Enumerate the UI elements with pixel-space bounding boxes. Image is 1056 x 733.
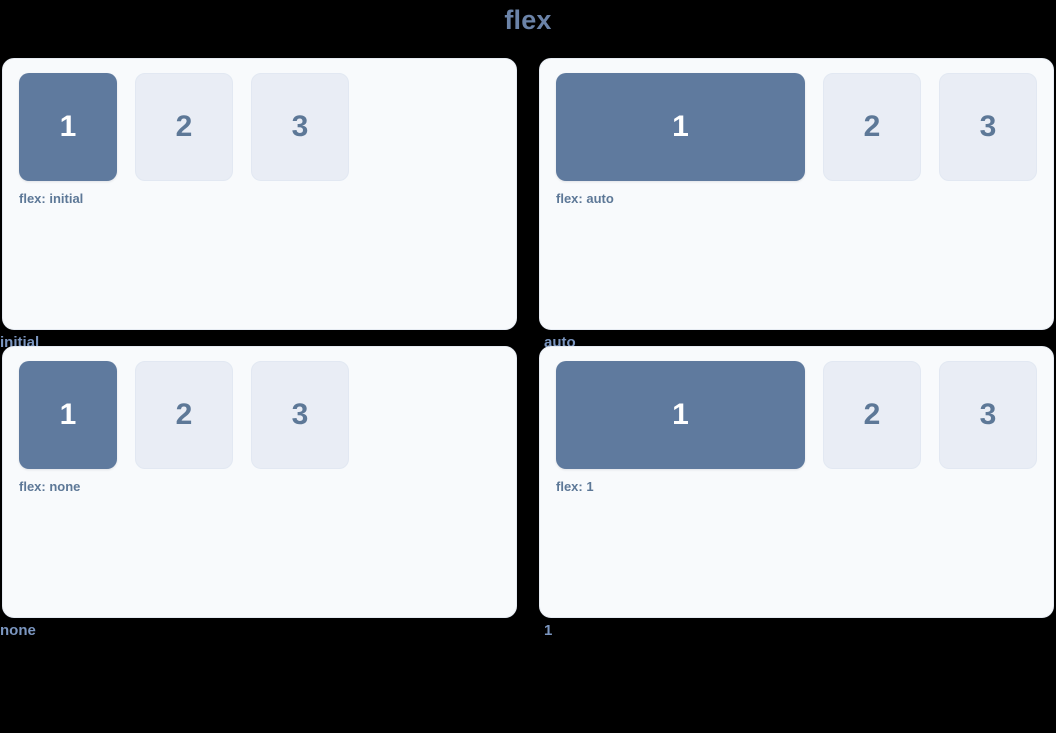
flex-item-2[interactable]: 2 (135, 361, 233, 469)
panel-property-label: flex: none (19, 479, 81, 494)
panel-property-label: flex: initial (19, 191, 84, 206)
flex-item-label: 2 (175, 398, 193, 431)
flex-item-label: 1 (672, 110, 689, 143)
flex-container: 1 2 3 (556, 73, 1053, 181)
flex-item-label: 3 (291, 398, 309, 431)
demo-grid: 1 2 3 flex: initial initial 1 (0, 58, 1054, 639)
flex-item-2[interactable]: 2 (135, 73, 233, 181)
flex-item-label: 1 (59, 110, 77, 143)
flex-item-3[interactable]: 3 (251, 73, 349, 181)
flex-item-3[interactable]: 3 (251, 361, 349, 469)
flex-item-label: 2 (863, 398, 881, 431)
flex-item-3[interactable]: 3 (939, 73, 1037, 181)
flex-item-1[interactable]: 1 (19, 73, 117, 181)
flex-item-label: 1 (59, 398, 77, 431)
flex-item-label: 3 (291, 110, 309, 143)
panel-property-label: flex: auto (556, 191, 614, 206)
page-title: flex (504, 5, 552, 35)
demo-panel: 1 2 3 flex: none (2, 346, 517, 618)
flex-container: 1 2 3 (19, 73, 516, 181)
flex-item-label: 2 (175, 110, 193, 143)
demo-flex-1: 1 2 3 flex: 1 1 (539, 346, 1054, 639)
panel-property-label: flex: 1 (556, 479, 594, 494)
demo-flex-none: 1 2 3 flex: none none (0, 346, 517, 639)
demo-flex-auto: 1 2 3 flex: auto auto (539, 58, 1054, 351)
demo-flex-initial: 1 2 3 flex: initial initial (0, 58, 517, 351)
flex-item-2[interactable]: 2 (823, 361, 921, 469)
demo-panel: 1 2 3 flex: 1 (539, 346, 1054, 618)
demo-caption: 1 (544, 622, 553, 639)
flex-container: 1 2 3 (19, 361, 516, 469)
flex-item-2[interactable]: 2 (823, 73, 921, 181)
flex-item-3[interactable]: 3 (939, 361, 1037, 469)
flex-item-1[interactable]: 1 (556, 73, 805, 181)
flex-item-label: 3 (979, 110, 997, 143)
flex-item-1[interactable]: 1 (556, 361, 805, 469)
flex-item-label: 2 (863, 110, 881, 143)
flex-item-label: 3 (979, 398, 997, 431)
demo-panel: 1 2 3 flex: initial (2, 58, 517, 330)
flex-item-label: 1 (672, 398, 689, 431)
flex-item-1[interactable]: 1 (19, 361, 117, 469)
demo-caption: none (0, 622, 36, 639)
flex-container: 1 2 3 (556, 361, 1053, 469)
demo-panel: 1 2 3 flex: auto (539, 58, 1054, 330)
